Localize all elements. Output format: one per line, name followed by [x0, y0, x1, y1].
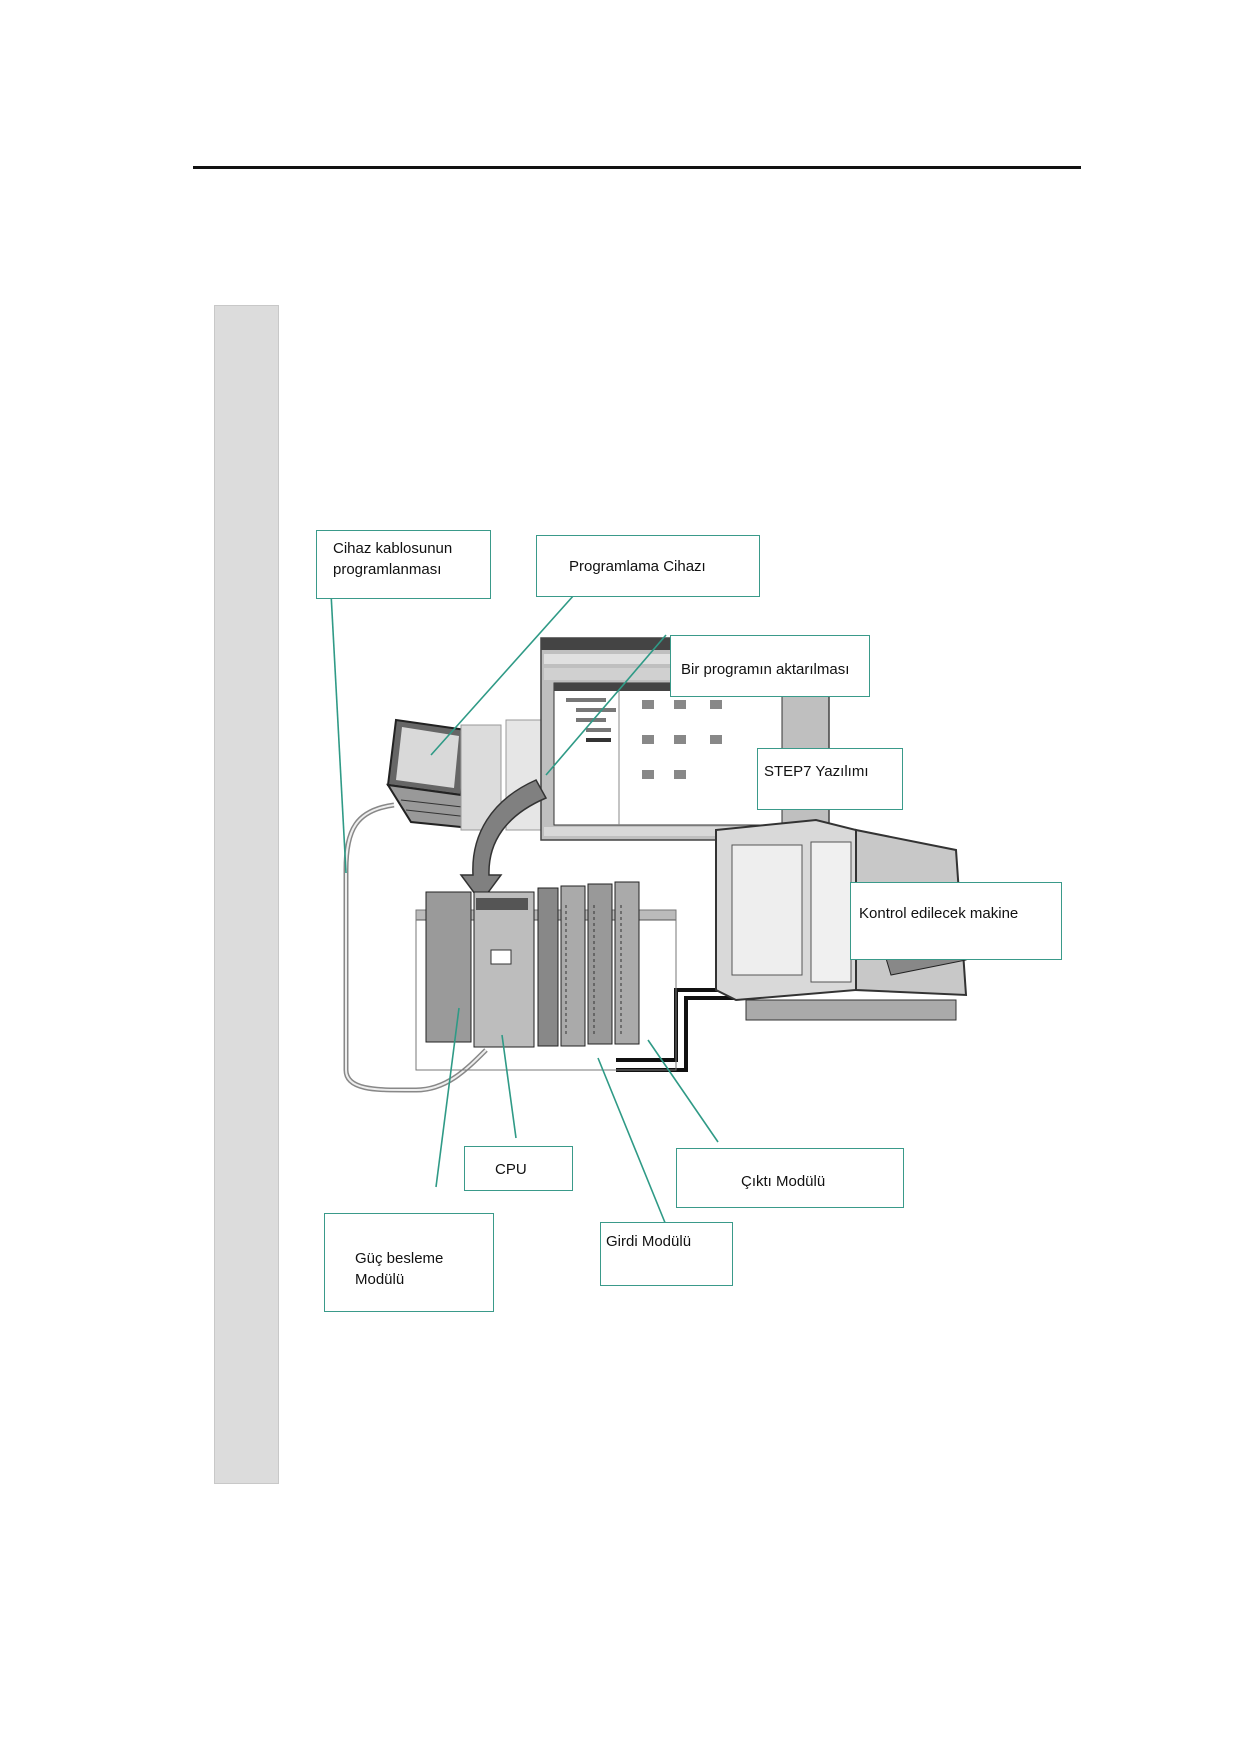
header-rule [193, 166, 1081, 169]
callout-program-transfer: Bir programın aktarılması [670, 635, 870, 697]
leader-input [597, 1057, 669, 1231]
callout-power-module: Güç besleme Modülü [324, 1213, 494, 1312]
plc-system-diagram [330, 592, 968, 1231]
leader-output [647, 1039, 719, 1143]
sidebar-bar [214, 305, 279, 1484]
callout-cable-programming: Cihaz kablosunun programlanması [316, 530, 491, 599]
leader-transfer [545, 634, 667, 776]
callout-step7-software: STEP7 Yazılımı [757, 748, 903, 810]
leader-lines [330, 592, 719, 1231]
programming-cable-inner [345, 804, 487, 1091]
leader-programmer [430, 594, 575, 756]
callout-output-module: Çıktı Modülü [676, 1148, 904, 1208]
callout-cpu: CPU [464, 1146, 573, 1191]
plc-rack [415, 881, 677, 1071]
callout-programming-device: Programlama Cihazı [536, 535, 760, 597]
callout-input-module: Girdi Modülü [600, 1222, 733, 1286]
leader-cpu [501, 1034, 517, 1139]
callout-controlled-machine: Kontrol edilecek makine [850, 882, 1062, 960]
leader-power [435, 1007, 460, 1188]
leader-cable [330, 592, 347, 874]
